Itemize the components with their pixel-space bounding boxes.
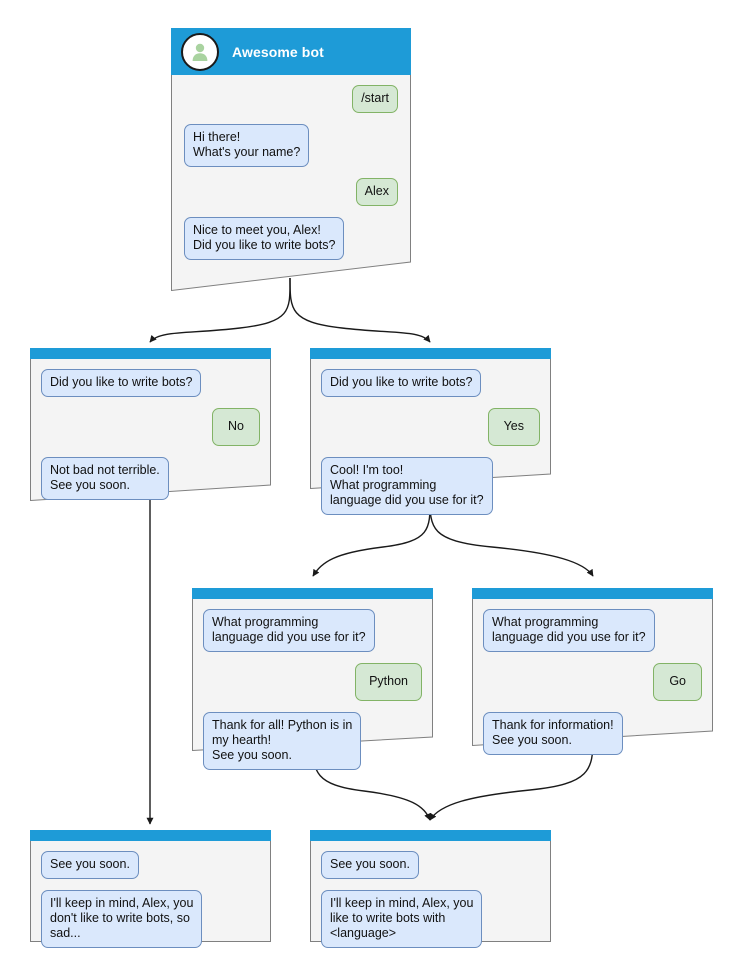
message-row: /start [184, 85, 398, 124]
message-row: Not bad not terrible. See you soon. [41, 457, 260, 511]
message-row: I'll keep in mind, Alex, you like to wri… [321, 890, 540, 959]
node-end-happy-titlebar [310, 830, 551, 841]
message-bubble-user[interactable]: No [212, 408, 260, 446]
message-row: Nice to meet you, Alex! Did you like to … [184, 217, 398, 271]
node-branch-yes[interactable]: Did you like to write bots? Yes Cool! I'… [310, 348, 551, 515]
message-row: See you soon. [41, 851, 260, 890]
message-row: What programming language did you use fo… [203, 609, 422, 663]
node-end-sad-titlebar [30, 830, 271, 841]
message-bubble-bot[interactable]: Cool! I'm too! What programming language… [321, 457, 493, 515]
message-bubble-bot[interactable]: Thank for information! See you soon. [483, 712, 623, 755]
node-end-sad[interactable]: See you soon. I'll keep in mind, Alex, y… [30, 830, 271, 948]
message-bubble-bot[interactable]: Did you like to write bots? [41, 369, 202, 397]
message-bubble-user[interactable]: Alex [355, 178, 398, 206]
node-branch-no-titlebar [30, 348, 271, 359]
message-bubble-user[interactable]: Python [355, 663, 422, 701]
message-bubble-bot[interactable]: Did you like to write bots? [321, 369, 482, 397]
message-bubble-bot[interactable]: See you soon. [41, 851, 139, 879]
node-root[interactable]: Awesome bot /start Hi there! What's your… [171, 28, 411, 291]
message-bubble-bot[interactable]: I'll keep in mind, Alex, you like to wri… [321, 890, 483, 948]
node-end-happy[interactable]: See you soon. I'll keep in mind, Alex, y… [310, 830, 551, 948]
node-end-sad-chat: See you soon. I'll keep in mind, Alex, y… [30, 841, 271, 959]
message-row: Python [203, 663, 422, 712]
message-row: Did you like to write bots? [321, 369, 540, 408]
message-row: Thank for all! Python is in my hearth! S… [203, 712, 422, 781]
node-root-titlebar: Awesome bot [171, 28, 411, 75]
node-branch-yes-chat: Did you like to write bots? Yes Cool! I'… [310, 359, 551, 526]
node-branch-go[interactable]: What programming language did you use fo… [472, 588, 713, 755]
message-bubble-bot[interactable]: Nice to meet you, Alex! Did you like to … [184, 217, 345, 260]
message-bubble-bot[interactable]: What programming language did you use fo… [483, 609, 655, 652]
node-branch-go-chat: What programming language did you use fo… [472, 599, 713, 766]
message-bubble-bot[interactable]: Hi there! What's your name? [184, 124, 310, 167]
message-bubble-bot[interactable]: Not bad not terrible. See you soon. [41, 457, 169, 500]
message-row: See you soon. [321, 851, 540, 890]
bot-name-label: Awesome bot [232, 43, 324, 60]
message-row: Go [483, 663, 702, 712]
message-row: Did you like to write bots? [41, 369, 260, 408]
message-row: Yes [321, 408, 540, 457]
node-end-happy-chat: See you soon. I'll keep in mind, Alex, y… [310, 841, 551, 959]
message-row: Cool! I'm too! What programming language… [321, 457, 540, 526]
node-branch-python[interactable]: What programming language did you use fo… [192, 588, 433, 770]
message-bubble-user[interactable]: /start [352, 85, 398, 113]
message-bubble-user[interactable]: Yes [487, 408, 540, 446]
message-bubble-bot[interactable]: See you soon. [321, 851, 419, 879]
message-row: What programming language did you use fo… [483, 609, 702, 663]
node-branch-no[interactable]: Did you like to write bots? No Not bad n… [30, 348, 271, 501]
message-row: I'll keep in mind, Alex, you don't like … [41, 890, 260, 959]
node-branch-python-titlebar [192, 588, 433, 599]
node-branch-go-titlebar [472, 588, 713, 599]
message-bubble-user[interactable]: Go [653, 663, 702, 701]
node-branch-no-chat: Did you like to write bots? No Not bad n… [30, 359, 271, 511]
message-bubble-bot[interactable]: What programming language did you use fo… [203, 609, 375, 652]
message-row: Thank for information! See you soon. [483, 712, 702, 766]
message-bubble-bot[interactable]: I'll keep in mind, Alex, you don't like … [41, 890, 203, 948]
node-branch-yes-titlebar [310, 348, 551, 359]
message-row: Alex [184, 178, 398, 217]
user-avatar-icon [181, 32, 219, 71]
message-row: Hi there! What's your name? [184, 124, 398, 178]
message-bubble-bot[interactable]: Thank for all! Python is in my hearth! S… [203, 712, 362, 770]
node-branch-python-chat: What programming language did you use fo… [192, 599, 433, 781]
message-row: No [41, 408, 260, 457]
node-root-chat: /start Hi there! What's your name? Alex … [171, 75, 411, 282]
